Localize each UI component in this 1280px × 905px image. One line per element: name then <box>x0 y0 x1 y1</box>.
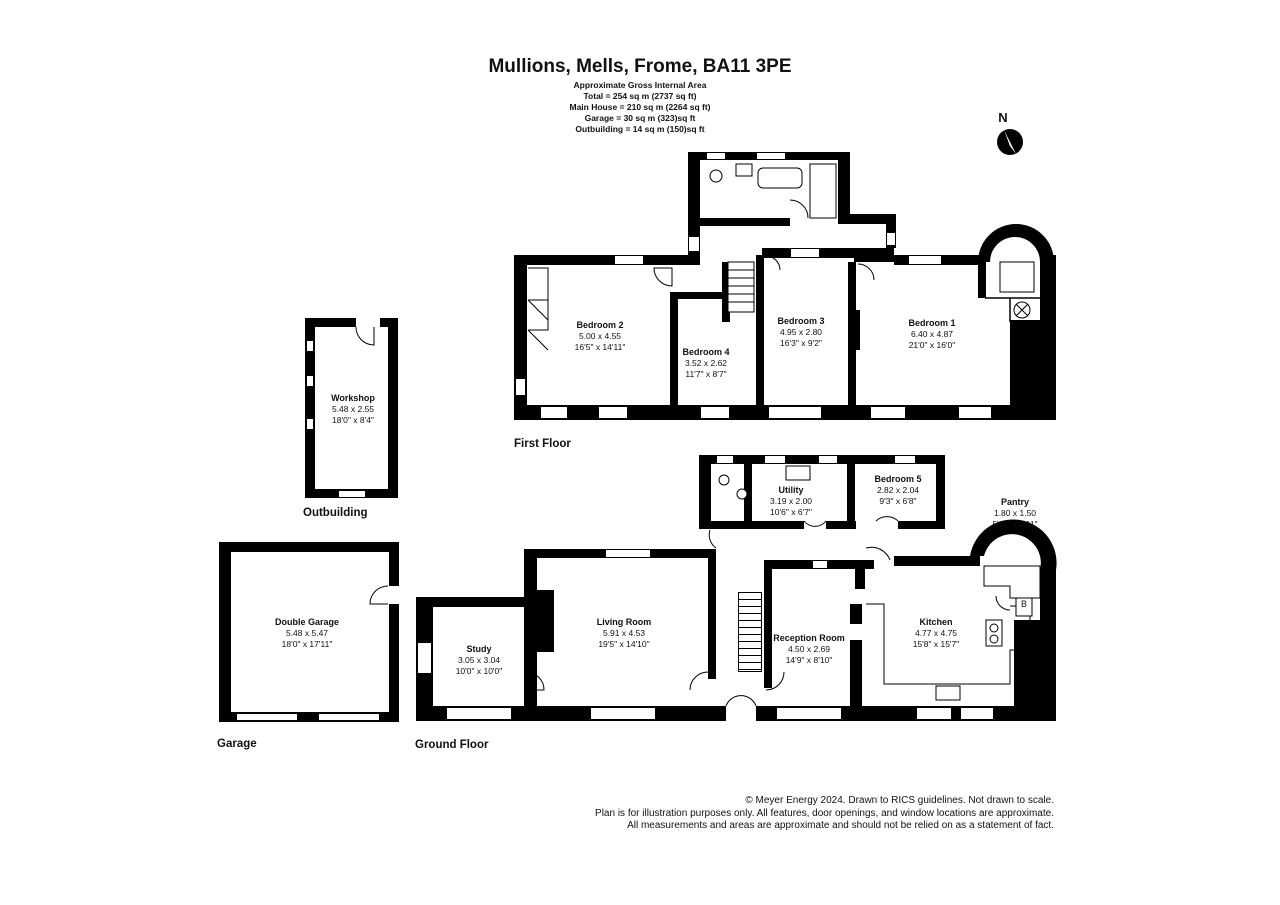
footer-line-2: Plan is for illustration purposes only. … <box>595 807 1054 819</box>
area-heading: Approximate Gross Internal Area <box>573 80 707 90</box>
compass-arrow-icon <box>997 129 1023 155</box>
area-main-house: Main House = 210 sq m (2264 sq ft) <box>569 102 711 112</box>
plan-title: Mullions, Mells, Frome, BA11 3PE <box>488 56 792 77</box>
label-ground-floor: Ground Floor <box>415 739 489 751</box>
footer-line-1: © Meyer Energy 2024. Drawn to RICS guide… <box>745 795 1054 806</box>
ground-floor-stairs <box>738 592 762 672</box>
label-garage: Garage <box>217 738 257 750</box>
compass: N <box>996 110 1026 160</box>
area-total: Total = 254 sq m (2737 sq ft) <box>583 91 697 101</box>
compass-north-label: N <box>998 110 1008 125</box>
area-garage: Garage = 30 sq m (323)sq ft <box>584 113 696 123</box>
label-first-floor: First Floor <box>514 438 571 450</box>
footer-disclaimer: © Meyer Energy 2024. Drawn to RICS guide… <box>595 795 1054 833</box>
boiler-label: B <box>1020 599 1027 609</box>
area-outbuilding: Outbuilding = 14 sq m (150)sq ft <box>575 124 705 134</box>
label-outbuilding: Outbuilding <box>303 507 368 519</box>
footer-line-3: All measurements and areas are approxima… <box>627 820 1054 831</box>
